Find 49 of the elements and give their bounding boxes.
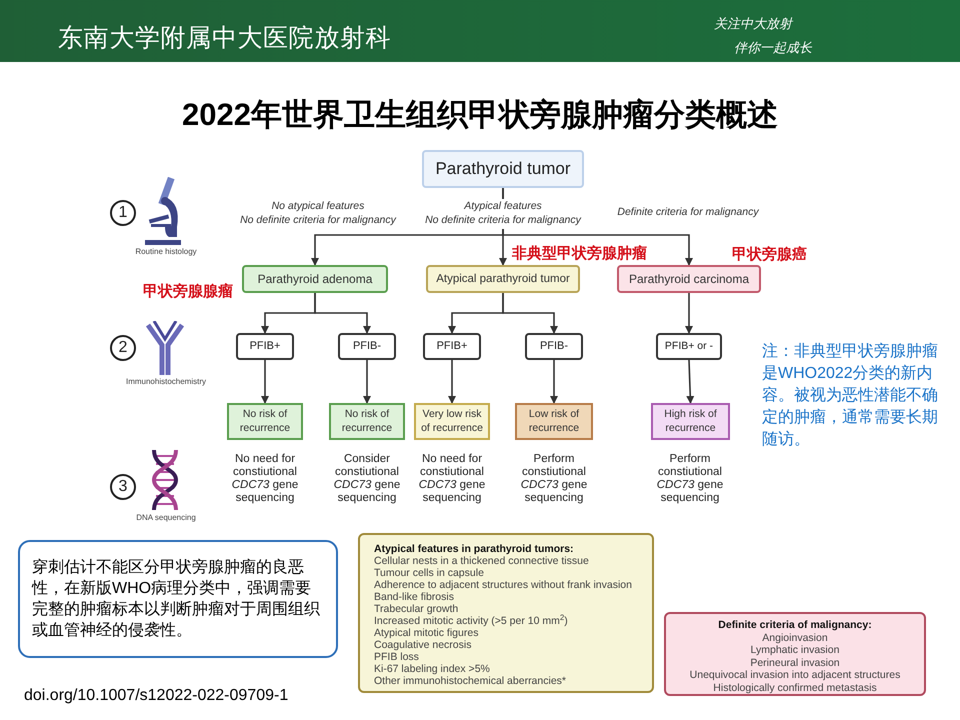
arrow — [685, 293, 693, 334]
arrow — [502, 293, 558, 334]
risk-box: No risk of recurrence — [227, 403, 303, 440]
arrow — [363, 360, 371, 404]
criteria-box: Definite criteria of malignancy: Angioinvasion Lymphatic invasion Perineural invasion Unequivocal invasion into adjacent structures Histologically confirmed metastasis — [664, 612, 926, 696]
risk-box: High risk of recurrence — [651, 403, 730, 440]
arrow — [261, 360, 269, 404]
category-box: Atypical parathyroid tumor — [426, 265, 580, 293]
risk-box: Very low risk of recurrence — [414, 403, 490, 440]
step-number: 2 — [110, 335, 136, 361]
doi-text: doi.org/10.1007/s12022-022-09709-1 — [24, 686, 290, 706]
risk-box: No risk of recurrence — [329, 403, 405, 440]
note-box: 穿刺估计不能区分甲状旁腺肿瘤的良恶性，在新版WHO病理分类中，强调需要完整的肿瘤标本以判断肿瘤对于周围组织或血管神经的侵袭性。 — [18, 540, 338, 658]
step-number: 3 — [110, 474, 136, 500]
step-caption: Routine histology — [134, 246, 198, 258]
step-caption: Immunohistochemistry — [124, 376, 208, 388]
slogan-text: 伴你一起成长 — [734, 39, 814, 57]
branch-criteria: No atypical features — [270, 199, 366, 214]
chinese-name: 甲状旁腺腺瘤 — [143, 282, 233, 302]
marker-box: PFIB+ — [423, 333, 481, 360]
title: 2022年世界卫生组织甲状旁腺肿瘤分类概述 — [181, 96, 779, 134]
arrow — [686, 360, 694, 404]
feature-list-box: Atypical features in parathyroid tumors: Cellular nests in a thickened connective tissue Tumour cells in capsule Adherence to adjacent structures without frank invasion Band-like fibrosis Trabecular growth Increased mitotic activity (>5 per 10 mm$^{2}$) Atypical mitotic figures Coagulative necrosis PFIB loss Ki-67 labeling index >5% Other immunohistochemical aberrancies* — [358, 533, 654, 693]
marker-box: PFIB+ — [236, 333, 294, 360]
header-text: 东南大学附属中大医院放射科 — [58, 23, 392, 54]
arrow — [550, 360, 558, 404]
recommendation-text: No need for constiutional CDC73 gene sequencing — [418, 453, 486, 505]
marker-box: PFIB- — [525, 333, 583, 360]
category-box: Parathyroid tumor — [422, 150, 584, 188]
arrow — [502, 188, 693, 266]
recommendation-text: Perform constiutional CDC73 gene sequencing — [656, 453, 724, 505]
slogan-text: 关注中大放射 — [714, 15, 794, 33]
marker-box: PFIB+ or - — [656, 333, 722, 360]
marker-box: PFIB- — [338, 333, 396, 360]
recommendation-text: Consider constiutional CDC73 gene sequencing — [332, 453, 402, 505]
chinese-name: 甲状旁腺癌 — [732, 245, 807, 265]
category-box: Parathyroid adenoma — [242, 265, 388, 293]
note-text: 注：非典型甲状旁腺肿瘤是WHO2022分类的新内容。被视为恶性潜能不确定的肿瘤，通常需要长期随访。 — [762, 342, 939, 450]
recommendation-text: No need for constiutional CDC73 gene sequencing — [230, 453, 300, 505]
risk-box: Low risk of recurrence — [515, 403, 593, 440]
arrow — [448, 360, 456, 404]
branch-criteria: Definite criteria for malignancy — [616, 205, 760, 220]
branch-criteria: No definite criteria for malignancy — [239, 213, 398, 228]
step-caption: DNA sequencing — [135, 512, 197, 524]
step-number: 1 — [110, 200, 136, 226]
arrow — [314, 293, 371, 334]
chinese-name: 非典型甲状旁腺肿瘤 — [512, 244, 647, 264]
recommendation-text: Perform constiutional CDC73 gene sequencing — [520, 453, 588, 505]
category-box: Parathyroid carcinoma — [617, 265, 761, 293]
